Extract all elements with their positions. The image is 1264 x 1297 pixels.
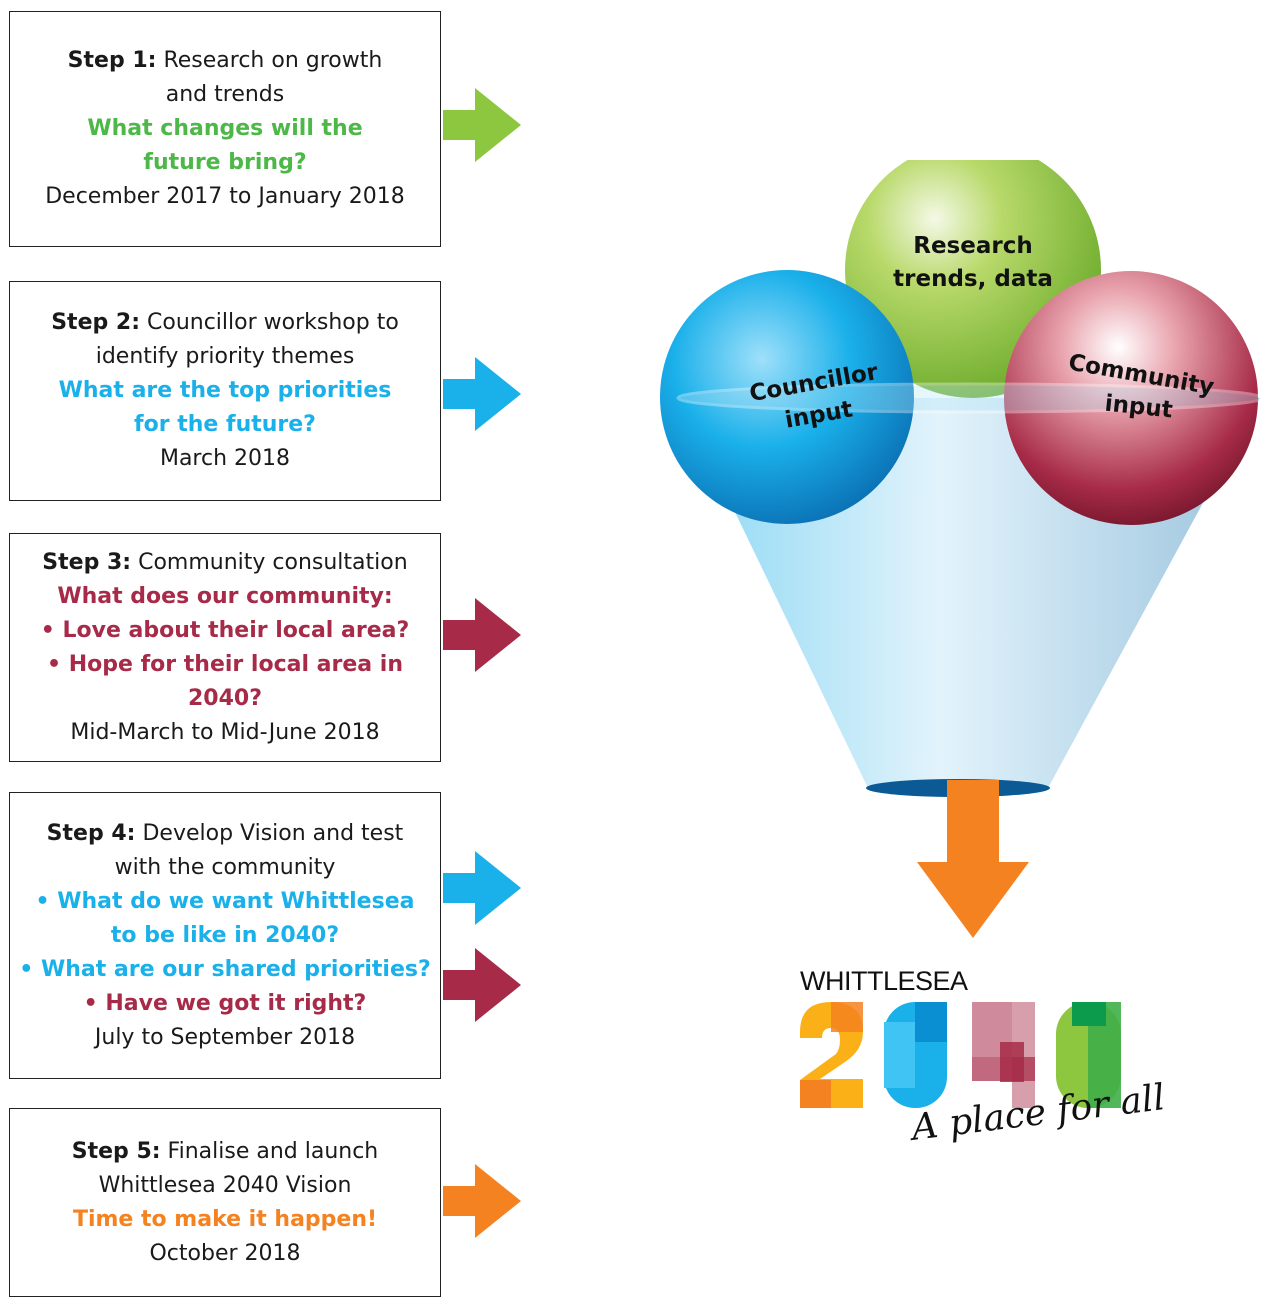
step-3-line-5: Mid-March to Mid-June 2018 — [70, 719, 380, 745]
step-1-label: Step 1: — [67, 48, 157, 73]
step-1-line-3: What changes will the — [87, 116, 363, 141]
step-2-line-5: March 2018 — [159, 446, 291, 471]
step-3-line-3: • Love about their local area? — [40, 617, 410, 643]
step-4-arrow-blue — [443, 851, 521, 925]
down-arrow — [917, 780, 1029, 938]
step-5-arrow — [443, 1164, 521, 1238]
step-4-line-6: • Have we got it right? — [83, 990, 367, 1016]
step-3-line-4: • Hope for their local area in 2040? — [47, 651, 403, 711]
logo-2040 — [800, 1002, 1121, 1108]
step-1-line-5: December 2017 to January 2018 — [45, 184, 405, 209]
step-1-line-2: and trends — [165, 82, 285, 107]
step-2-label: Step 2: — [51, 310, 140, 335]
step-4-box: Step 4: Develop Vision and test with the … — [9, 792, 441, 1079]
step-3-label: Step 3: — [42, 549, 132, 575]
step-4-line-3: • What do we want Whittlesea — [35, 888, 415, 914]
step-3-line-2: What does our community: — [57, 583, 393, 609]
step-2-line-3: What are the top priorities — [58, 378, 392, 403]
step-5-line-3: Time to make it happen! — [72, 1206, 378, 1232]
step-1-arrow — [443, 88, 521, 162]
step-5-line-1: Step 5: Finalise and launch — [71, 1138, 379, 1164]
community-ball — [1004, 271, 1258, 525]
step-2-box: Step 2: Councillor workshop to identify p… — [9, 281, 441, 501]
research-label-2: trends, data — [893, 266, 1053, 292]
funnel-graphic: Research trends, data Councillor input C… — [660, 160, 1264, 797]
step-2-arrow — [443, 357, 521, 431]
step-1-line-1: Step 1: Research on growth — [67, 48, 383, 73]
step-3-line-1: Step 3: Community consultation — [42, 549, 408, 575]
step-5-label: Step 5: — [71, 1138, 161, 1164]
step-4-line-1: Step 4: Develop Vision and test — [46, 820, 404, 846]
step-3-arrow — [443, 598, 521, 672]
step-5-line-2: Whittlesea 2040 Vision — [98, 1172, 352, 1198]
logo-wordmark: WHITTLESEA — [800, 966, 968, 996]
councillor-ball — [660, 270, 914, 524]
step-2-line-1: Step 2: Councillor workshop to — [51, 310, 399, 335]
step-2-line-4: for the future? — [134, 412, 316, 437]
step-4-arrow-maroon — [443, 948, 521, 1022]
step-4-label: Step 4: — [46, 820, 136, 846]
step-2-line-2: identify priority themes — [95, 344, 355, 369]
step-1-line-4: future bring? — [143, 150, 307, 175]
step-5-line-4: October 2018 — [149, 1240, 301, 1266]
step-4-line-2: with the community — [114, 854, 336, 880]
step-4-line-4: to be like in 2040? — [110, 922, 340, 948]
step-4-line-7: July to September 2018 — [94, 1024, 356, 1050]
step-4-line-5: • What are our shared priorities? — [19, 956, 431, 982]
research-label-1: Research — [913, 233, 1032, 259]
